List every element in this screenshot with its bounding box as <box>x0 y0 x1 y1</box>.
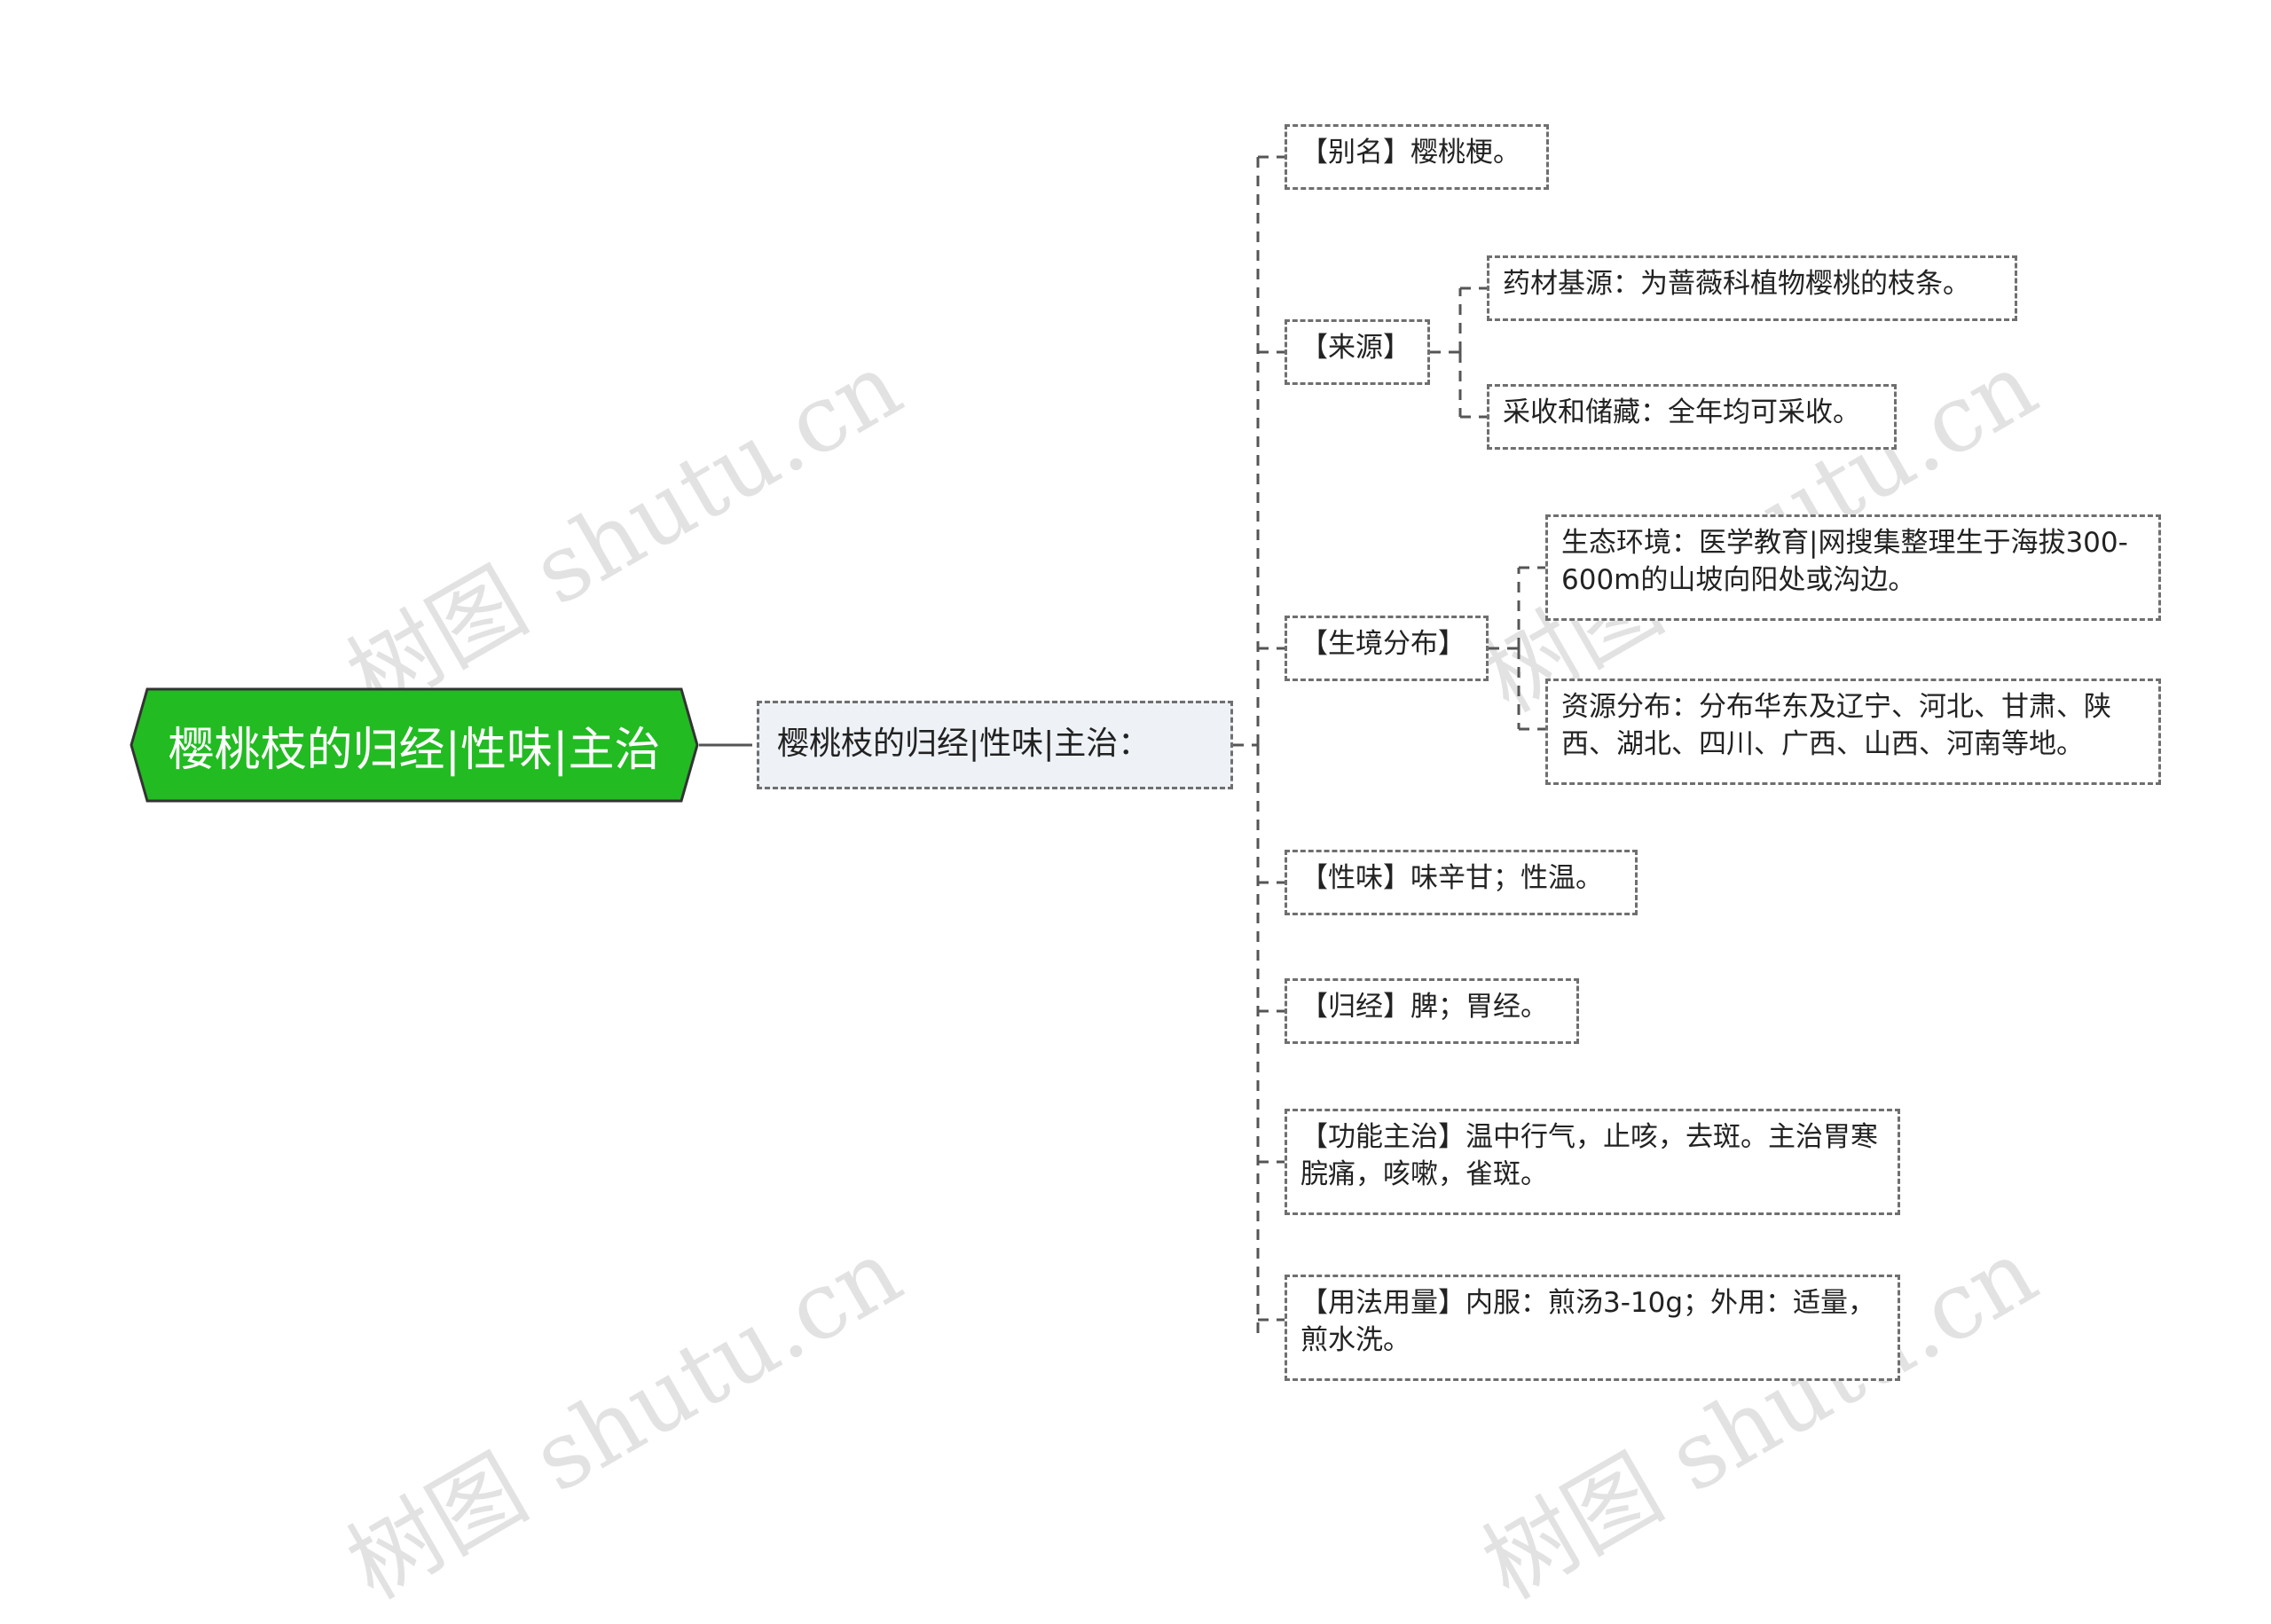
root-node[interactable]: 樱桃枝的归经|性味|主治 <box>130 687 699 803</box>
node-habitat-ecology[interactable]: 生态环境：医学教育|网搜集整理生于海拔300-600m的山坡向阳处或沟边。 <box>1545 514 2161 621</box>
node-alias[interactable]: 【别名】樱桃梗。 <box>1285 124 1549 190</box>
connector-lines <box>699 155 1545 1339</box>
root-shape <box>130 687 699 803</box>
node-source-harvest[interactable]: 采收和储藏：全年均可采收。 <box>1487 384 1897 450</box>
node-function[interactable]: 【功能主治】温中行气，止咳，去斑。主治胃寒脘痛，咳嗽，雀斑。 <box>1285 1109 1900 1215</box>
node-source[interactable]: 【来源】 <box>1285 319 1430 385</box>
node-usage[interactable]: 【用法用量】内服：煎汤3-10g；外用：适量，煎水洗。 <box>1285 1275 1900 1381</box>
node-meridian[interactable]: 【归经】脾；胃经。 <box>1285 978 1579 1044</box>
node-nature[interactable]: 【性味】味辛甘；性温。 <box>1285 850 1638 915</box>
root-title: 樱桃枝的归经|性味|主治 <box>168 723 661 777</box>
node-source-origin[interactable]: 药材基源：为蔷薇科植物樱桃的枝条。 <box>1487 255 2017 321</box>
mind-map-canvas: 树图 shutu.cn 树图 shutu.cn 树图 shutu.cn 树图 s… <box>130 124 2161 1620</box>
center-node[interactable]: 樱桃枝的归经|性味|主治： <box>757 701 1233 789</box>
node-habitat[interactable]: 【生境分布】 <box>1285 616 1489 681</box>
node-habitat-distribution[interactable]: 资源分布：分布华东及辽宁、河北、甘肃、陕西、湖北、四川、广西、山西、河南等地。 <box>1545 679 2161 785</box>
